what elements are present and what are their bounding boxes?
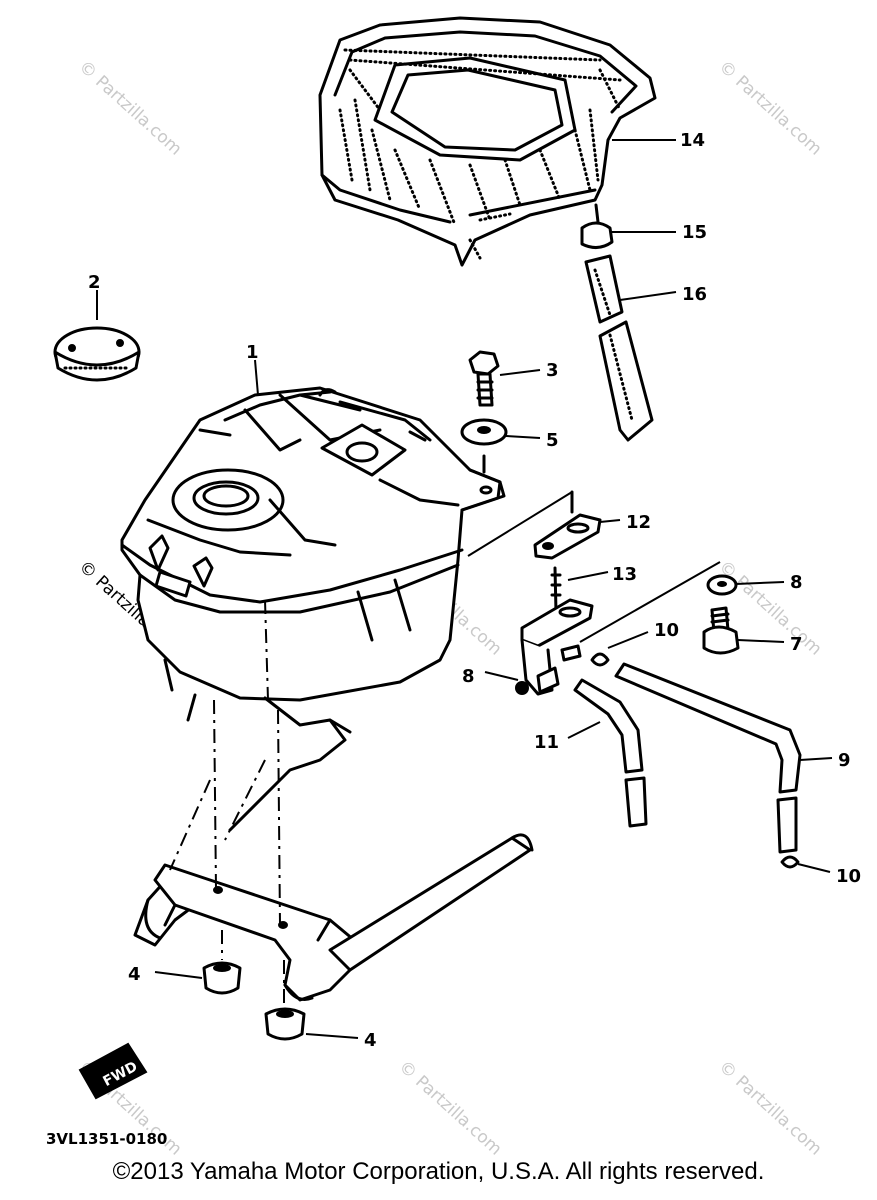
fuel-tank-part	[120, 359, 506, 702]
grommet-part-4	[154, 961, 359, 1041]
seat-tray-part	[318, 16, 676, 267]
washer-part-8	[706, 574, 785, 596]
frame-part	[133, 693, 534, 1012]
callout-1: 1	[246, 342, 259, 363]
callout-2: 2	[88, 272, 101, 293]
callout-8: 8	[462, 666, 475, 687]
clip-part-10	[590, 631, 831, 873]
callout-14: 14	[680, 130, 705, 151]
callout-13: 13	[612, 564, 637, 585]
drain-hose-part	[584, 254, 677, 442]
callout-4: 4	[364, 1030, 377, 1051]
callout-16: 16	[682, 284, 707, 305]
watermark: © Partzilla.com	[715, 57, 826, 160]
callout-9: 9	[838, 750, 851, 771]
watermark: © Partzilla.com	[75, 57, 186, 160]
forward-arrow-icon: FWD	[78, 1042, 148, 1100]
callout-12: 12	[626, 512, 651, 533]
washer-part-5	[460, 418, 541, 474]
part-code: 3VL1351-0180	[46, 1130, 167, 1148]
callout-10: 10	[836, 866, 861, 887]
fuel-cap-part	[53, 290, 141, 382]
bolt-part-3	[468, 350, 541, 407]
plate-part-12	[467, 490, 621, 560]
callout-5: 5	[546, 430, 559, 451]
callouts: 1 2 3 4 4 5 7 8 8 9 10 10 11 12 13 14 15…	[88, 130, 861, 1051]
callout-11: 11	[534, 732, 559, 753]
callout-8: 8	[790, 572, 803, 593]
copyright-notice: ©2013 Yamaha Motor Corporation, U.S.A. A…	[112, 1158, 765, 1185]
hose-part-11	[567, 678, 648, 828]
callout-15: 15	[682, 222, 707, 243]
watermark: © Partzilla.com	[715, 1057, 826, 1160]
hose-part-9	[614, 662, 833, 854]
grommet-part	[580, 203, 676, 249]
callout-3: 3	[546, 360, 559, 381]
bolt-part-7	[702, 606, 785, 655]
callout-10: 10	[654, 620, 679, 641]
watermark: © Partzilla.com	[395, 1057, 506, 1160]
callout-4: 4	[128, 964, 141, 985]
callout-7: 7	[790, 634, 803, 655]
fuel-cock-part	[484, 561, 721, 696]
